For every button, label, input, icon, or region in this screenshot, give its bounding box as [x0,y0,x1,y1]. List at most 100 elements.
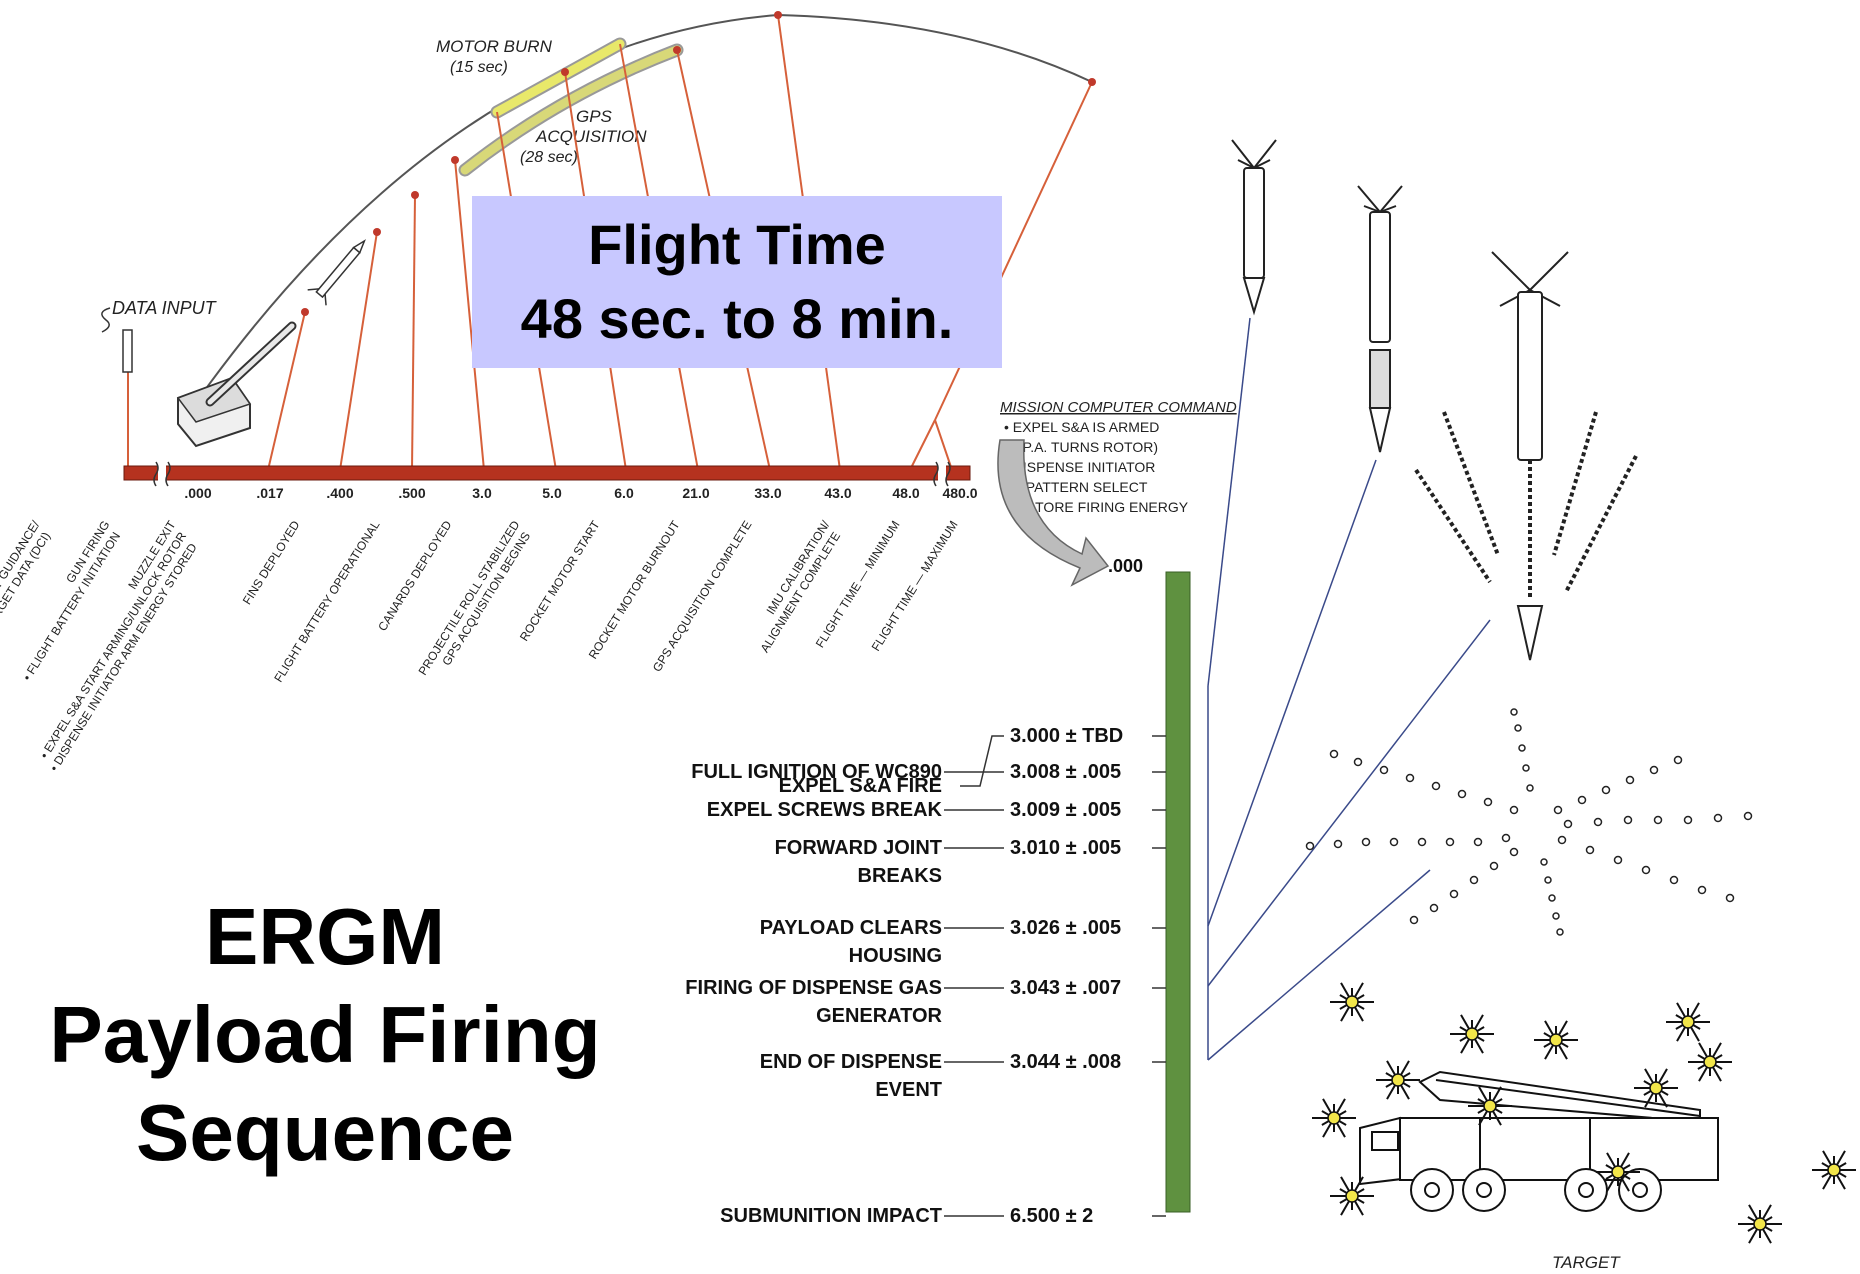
submunition [1417,837,1427,847]
gun-barrel-inner [207,323,295,405]
drop-line-48-left [909,419,936,471]
scatter-arm [1510,708,1534,792]
submunition [1697,885,1707,895]
submunition [1483,797,1493,807]
vehicle-launcher-rail [1435,1079,1701,1117]
flight-time-box: Flight Time 48 sec. to 8 min. [472,196,1002,368]
burst-core [1483,1099,1497,1113]
submunition [1379,765,1389,775]
burst-core [1465,1027,1479,1041]
explosion-burst-icon [1534,1020,1578,1060]
gps-label: GPS [576,107,613,126]
gps-acquisition-label: ACQUISITION [535,127,647,146]
explosion-burst-icon [1312,1098,1356,1138]
vehicle-wheel-hub [1424,1182,1440,1198]
mission-command-title: MISSION COMPUTER COMMAND [1000,399,1237,416]
timeline-tick-label: 43.0 [824,485,851,501]
submunition-chain [1414,468,1492,584]
connector-lines [1207,317,1491,1061]
drop-line-500 [411,194,416,471]
projectile-in-flight-icon [307,239,366,306]
submunition [1361,837,1371,847]
submunition [1469,875,1479,885]
timeline-break-gap [158,460,166,486]
arc-point [1088,78,1096,86]
title-line: ERGM [205,892,445,981]
timeline-break-mark [153,461,159,487]
sequence-event-label: FULL IGNITION OF WC890 [691,761,942,783]
payload-time-bar [1165,571,1191,1213]
timeline-event-text: GPS ACQUISITION BEGINS [439,530,533,669]
mission-command-item: • EXPEL S&A IS ARMED [1004,419,1159,435]
timeline-tick-label: .017 [256,485,283,501]
scatter-arm [1553,755,1683,815]
title-line: Sequence [136,1088,514,1177]
explosion-burst-icon [1450,1014,1494,1054]
gun-mount [176,321,297,448]
drop-line-48-right [934,419,953,471]
projectile-nose [1368,407,1392,453]
trajectory-arc [204,13,1093,391]
arc-point [561,68,569,76]
burst-core [1549,1033,1563,1047]
submunition [1577,795,1587,805]
canard [1253,159,1271,169]
timeline-tick-label: .400 [326,485,353,501]
sequence-event-label: FIRING OF DISPENSE GAS [685,977,942,999]
vehicle-body [1399,1117,1719,1181]
projectile-stage-3-icon [1414,251,1638,661]
submunition [1489,861,1499,871]
timeline-tick-label: .000 [184,485,211,501]
submunition [1405,773,1415,783]
motor-burn-label: MOTOR BURN [436,37,553,56]
explosion-burst-icon [1330,982,1374,1022]
submunition [1669,875,1679,885]
arc-point [301,308,309,316]
submunition [1429,903,1439,913]
submunition [1585,845,1595,855]
burst-core [1681,1015,1695,1029]
target-label: TARGET [1552,1253,1621,1272]
motor-burn-duration: (15 sec) [450,59,508,76]
mission-command-item: –STORE FIRING ENERGY [1018,499,1189,515]
timeline-tick-label: 3.0 [472,485,492,501]
submunition [1510,708,1518,716]
submunition [1518,744,1526,752]
data-input-squiggle [101,307,111,333]
burst-core [1327,1111,1341,1125]
submunition [1522,764,1530,772]
submunition [1457,789,1467,799]
submunition [1333,839,1343,849]
explosion-burst-icon [1634,1068,1678,1108]
projectile-nose [1516,605,1544,661]
timeline-break-mark [933,461,939,487]
submunition [1514,724,1522,732]
submunition [1409,915,1419,925]
timeline-event-labels: TRANSMIT GUIDANCE/LOCATION/TARGET DATA (… [0,518,961,774]
submunition [1653,815,1663,825]
canard [1357,185,1381,213]
submunition-chain [1564,455,1638,593]
submunition [1563,819,1573,829]
submunition [1613,855,1623,865]
submunition [1649,765,1659,775]
timeline-event-label: FINS DEPLOYED [240,518,303,607]
sequence-event-label: FORWARD JOINT [775,837,942,859]
submunition [1673,755,1683,765]
canard [1379,185,1403,213]
arc-point [451,156,459,164]
timeline-breaks [153,460,951,487]
submunition [1593,817,1603,827]
data-input-label: DATA INPUT [112,298,218,318]
submunition [1540,858,1548,866]
explosion-burst-icon [1666,1002,1710,1042]
data-input-device [122,329,133,373]
burst-core [1703,1055,1717,1069]
slide-title: ERGM Payload Firing Sequence [20,888,630,1182]
canard [1237,159,1255,169]
timeline-event-text: • EXPEL S&A START ARMING/UNLOCK ROTOR [37,529,189,761]
submunition [1509,847,1519,857]
curved-arrow-icon [997,439,1110,587]
